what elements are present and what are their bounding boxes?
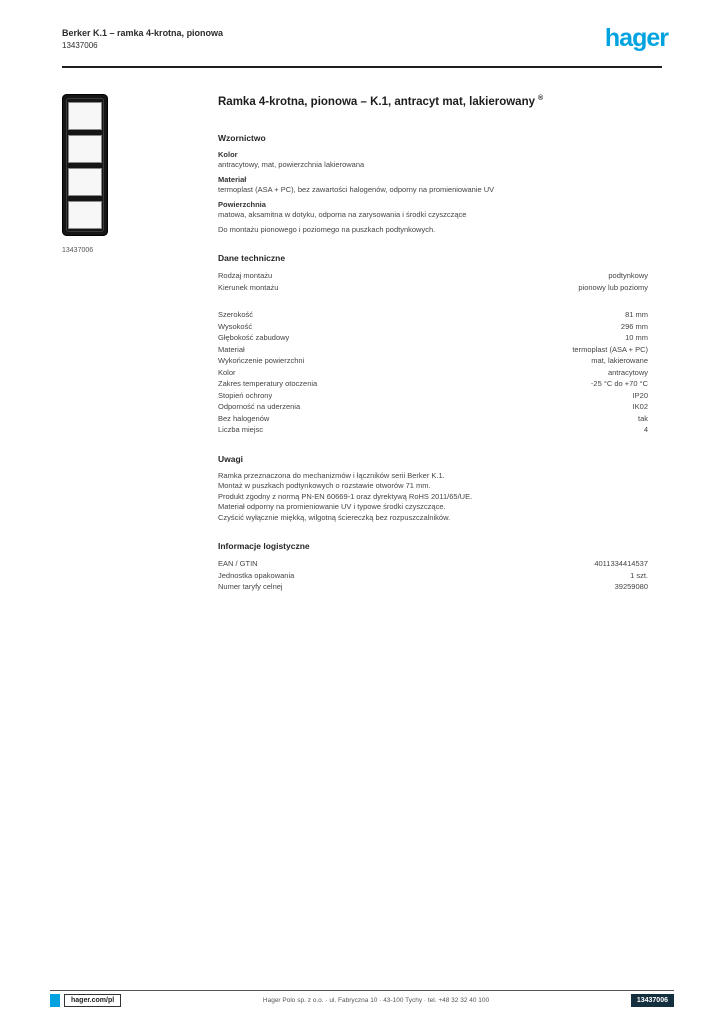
spec-row: Odporność na uderzenia IK02: [218, 401, 648, 413]
spec-label: Bez halogenów: [218, 413, 270, 423]
spec-row: Bez halogenów tak: [218, 413, 648, 425]
spec-row: Wysokość 296 mm: [218, 321, 648, 333]
spec-row: Głębokość zabudowy 10 mm: [218, 332, 648, 344]
logistics-row: EAN / GTIN 4011334414537: [218, 558, 648, 570]
footer-ref-badge: 13437006: [630, 994, 674, 1007]
logistics-label: Numer taryfy celnej: [218, 582, 283, 592]
spec-value: -25 °C do +70 °C: [590, 379, 648, 389]
design-value: matowa, aksamitna w dotyku, odporna na z…: [218, 209, 467, 219]
page-title: Ramka 4-krotna, pionowa – K.1, antracyt …: [218, 92, 648, 109]
frame-product-image: [62, 94, 108, 236]
tech-label: Rodzaj montażu: [218, 271, 273, 281]
spec-value: tak: [637, 413, 648, 423]
spec-row: Wykończenie powierzchni mat, lakierowane: [218, 355, 648, 367]
spec-row: Stopień ochrony IP20: [218, 390, 648, 402]
tech-row: Kierunek montażu pionowy lub poziomy: [218, 282, 648, 294]
footer-company-line: Hager Polo sp. z o.o. · ul. Fabryczna 10…: [262, 997, 490, 1004]
tech-row: Rodzaj montażu podtynkowy: [218, 270, 648, 282]
logistics-row: Numer taryfy celnej 39259080: [218, 581, 648, 593]
registered-mark-icon: ®: [538, 95, 544, 102]
spec-value: mat, lakierowane: [591, 356, 648, 366]
logistics-label: EAN / GTIN: [218, 559, 258, 569]
design-label: Materiał: [218, 174, 247, 184]
product-image-column: 13437006: [62, 94, 192, 254]
hager-logo: hager: [604, 24, 669, 52]
spec-label: Liczba miejsc: [218, 425, 264, 435]
spec-label: Głębokość zabudowy: [218, 333, 290, 343]
section-heading-design: Wzornictwo: [218, 132, 266, 143]
section-heading-logistics: Informacje logistyczne: [218, 541, 310, 552]
design-label: Kolor: [218, 149, 238, 159]
spec-value: 81 mm: [625, 310, 648, 320]
logistics-value: 4011334414537: [594, 559, 648, 569]
spec-row: Materiał termoplast (ASA + PC): [218, 344, 648, 356]
section-heading-notes: Uwagi: [218, 453, 244, 464]
page-title-text: Ramka 4-krotna, pionowa – K.1, antracyt …: [218, 95, 535, 108]
spec-label: Odporność na uderzenia: [218, 402, 301, 412]
spec-label: Szerokość: [218, 310, 254, 320]
spec-table: Szerokość 81 mm Wysokość 296 mm Głębokoś…: [218, 309, 648, 436]
spec-label: Kolor: [218, 367, 236, 377]
design-row: Powierzchnia matowa, aksamitna w dotyku,…: [218, 200, 648, 220]
design-note: Do montażu pionowego i poziomego na pusz…: [218, 224, 436, 234]
tech-value: pionowy lub poziomy: [578, 282, 648, 292]
website-link[interactable]: hager.com/pl: [64, 994, 122, 1007]
page-footer: hager.com/pl Hager Polo sp. z o.o. · ul.…: [50, 990, 674, 1007]
spec-value: IP20: [632, 390, 648, 400]
header: Berker K.1 – ramka 4-krotna, pionowa 134…: [62, 27, 223, 51]
spec-label: Zakres temperatury otoczenia: [218, 379, 318, 389]
product-image-caption: 13437006: [62, 247, 94, 254]
header-divider: [62, 66, 662, 68]
design-value: antracytowy, mat, powierzchnia lakierowa…: [218, 159, 365, 169]
design-label: Powierzchnia: [218, 199, 266, 209]
spec-label: Materiał: [218, 344, 245, 354]
spec-row: Zakres temperatury otoczenia -25 °C do +…: [218, 378, 648, 390]
note-line: Materiał odporny na promieniowanie UV i …: [218, 502, 446, 512]
spec-value: 10 mm: [625, 333, 648, 343]
tech-label: Kierunek montażu: [218, 282, 279, 292]
logistics-label: Jednostka opakowania: [218, 570, 295, 580]
spec-label: Wykończenie powierzchni: [218, 356, 305, 366]
logistics-section: Informacje logistyczne EAN / GTIN 401133…: [218, 541, 648, 593]
header-ref: 13437006: [62, 41, 98, 50]
brand-accent-icon: [50, 994, 60, 1007]
spec-value: termoplast (ASA + PC): [572, 344, 648, 354]
main-content: Ramka 4-krotna, pionowa – K.1, antracyt …: [218, 92, 648, 593]
tech-value: podtynkowy: [608, 271, 648, 281]
design-row: Materiał termoplast (ASA + PC), bez zawa…: [218, 175, 648, 195]
spec-row: Liczba miejsc 4: [218, 424, 648, 436]
header-product-line: Berker K.1 – ramka 4-krotna, pionowa: [62, 28, 224, 38]
spec-value: IK02: [632, 402, 648, 412]
note-line: Czyścić wyłącznie miękką, wilgotną ścier…: [218, 512, 451, 522]
spec-value: 296 mm: [620, 321, 648, 331]
section-heading-technical: Dane techniczne: [218, 253, 286, 264]
spec-label: Wysokość: [218, 321, 253, 331]
note-line: Ramka przeznaczona do mechanizmów i łącz…: [218, 470, 445, 480]
logistics-row: Jednostka opakowania 1 szt.: [218, 570, 648, 582]
spec-value: 4: [643, 425, 648, 435]
spec-row: Kolor antracytowy: [218, 367, 648, 379]
note-line: Montaż w puszkach podtynkowych o rozstaw…: [218, 481, 431, 491]
spec-label: Stopień ochrony: [218, 390, 273, 400]
spec-row: Szerokość 81 mm: [218, 309, 648, 321]
spec-value: antracytowy: [607, 367, 648, 377]
logistics-value: 1 szt.: [630, 570, 648, 580]
logistics-value: 39259080: [614, 582, 648, 592]
note-line: Produkt zgodny z normą PN-EN 60669-1 ora…: [218, 491, 473, 501]
design-value: termoplast (ASA + PC), bez zawartości ha…: [218, 184, 495, 194]
design-row: Kolor antracytowy, mat, powierzchnia lak…: [218, 150, 648, 170]
